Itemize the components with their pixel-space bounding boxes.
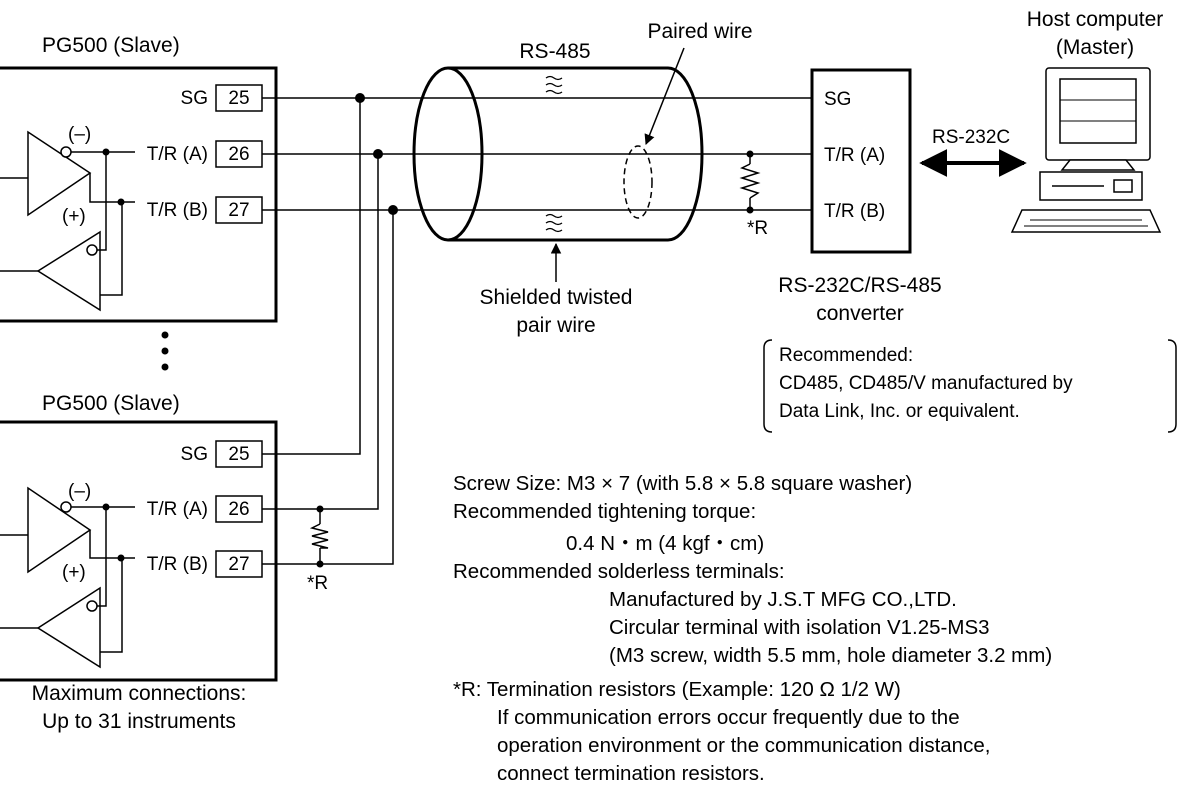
resistor-label-slave: *R [307,573,328,594]
slave-top-tra-label: T/R (A) [147,144,208,165]
slave-top-trb-label: T/R (B) [147,200,208,221]
slave-top-minus-label: (–) [68,124,91,145]
screw-size-note: Screw Size: M3 × 7 (with 5.8 × 5.8 squar… [453,472,912,495]
converter-box [810,68,912,254]
bus-wires [262,97,812,565]
resistor-icon-slave [309,523,329,549]
slave-bottom-terminal-26-num: 26 [228,499,249,520]
slave-bottom-receiver-icon [0,503,135,669]
slave-bottom-unit: PG500 (Slave) SG 25 T/R (A) 26 T/R (B) 2… [0,392,278,682]
host-label-1: Host computer [1027,8,1164,31]
resistor-note-line-2: If communication errors occur frequently… [497,706,960,729]
torque-title: Recommended tightening torque: [453,500,756,523]
slave-bottom-sg-label: SG [181,444,208,465]
recommended-bracket-right [1167,339,1177,433]
host-computer-icon [1010,67,1162,233]
slave-top-title: PG500 (Slave) [42,34,180,57]
twist-icon-top [545,75,563,95]
paired-wire-marker [623,145,653,219]
rs232c-label: RS-232C [932,127,1010,148]
recommended-line-2: CD485, CD485/V manufactured by [779,373,1073,394]
slave-top-plus-label: (+) [62,206,86,227]
slave-top-terminal-27 [215,196,263,224]
paired-wire-arrow [644,47,685,145]
slave-bottom-tra-label: T/R (A) [147,499,208,520]
paired-wire-label: Paired wire [647,20,752,43]
max-connections-line-1: Maximum connections: [32,682,247,705]
shielded-cable [412,66,704,242]
resistor-note-line-4: connect termination resistors. [497,762,765,785]
converter-unit: SG T/R (A) T/R (B) RS-232C/RS-485 conver… [763,68,1177,433]
ellipsis-dots [161,331,169,371]
terminals-line-1: Manufactured by J.S.T MFG CO.,LTD. [609,588,957,611]
slave-top-driver-icon [0,130,135,217]
converter-trb-label: T/R (B) [824,201,885,222]
slave-bottom-title: PG500 (Slave) [42,392,180,415]
recommended-line-3: Data Link, Inc. or equivalent. [779,401,1020,422]
terminals-line-2: Circular terminal with isolation V1.25-M… [609,616,990,639]
twist-icon-bottom [545,213,563,233]
slave-top-terminal-26 [215,140,263,168]
slave-bottom-terminal-25-num: 25 [228,444,249,465]
installation-notes: Screw Size: M3 × 7 (with 5.8 × 5.8 squar… [453,472,1052,785]
converter-name-2: converter [816,302,904,325]
max-connections-line-2: Up to 31 instruments [42,710,236,733]
converter-sg-label: SG [824,89,851,110]
slave-bottom-trb-label: T/R (B) [147,554,208,575]
host-label-2: (Master) [1056,36,1134,59]
slave-bottom-plus-label: (+) [62,562,86,583]
shielded-wire-label-1: Shielded twisted [480,286,633,309]
resistor-note-line-3: operation environment or the communicati… [497,734,990,757]
recommended-line-1: Recommended: [779,345,913,366]
resistor-icon-converter [739,163,761,199]
resistor-label-converter: *R [747,218,768,239]
slave-top-terminal-26-num: 26 [228,144,249,165]
recommended-bracket-left [763,339,773,433]
converter-name-1: RS-232C/RS-485 [778,274,941,297]
slave-top-unit: PG500 (Slave) SG 25 T/R (A) 26 T/R (B) 2… [0,34,278,323]
slave-bottom-driver-icon [0,486,135,574]
slave-top-receiver-icon [0,148,135,312]
slave-top-terminal-27-num: 27 [228,200,249,221]
slave-bottom-terminal-27-num: 27 [228,554,249,575]
junction-dots [316,93,754,568]
slave-top-case [0,66,278,323]
slave-top-sg-label: SG [181,88,208,109]
slave-top-terminal-25-num: 25 [228,88,249,109]
rs485-label: RS-485 [519,40,590,63]
shielded-wire-label-2: pair wire [516,314,595,337]
terminals-line-3: (M3 screw, width 5.5 mm, hole diameter 3… [609,644,1052,667]
slave-bottom-case [0,420,278,682]
slave-bottom-minus-label: (–) [68,481,91,502]
resistor-note-line-1: *R: Termination resistors (Example: 120 … [453,678,901,701]
converter-tra-label: T/R (A) [824,145,885,166]
terminals-title: Recommended solderless terminals: [453,560,785,583]
torque-value: 0.4 N・m (4 kgf・cm) [566,532,764,555]
